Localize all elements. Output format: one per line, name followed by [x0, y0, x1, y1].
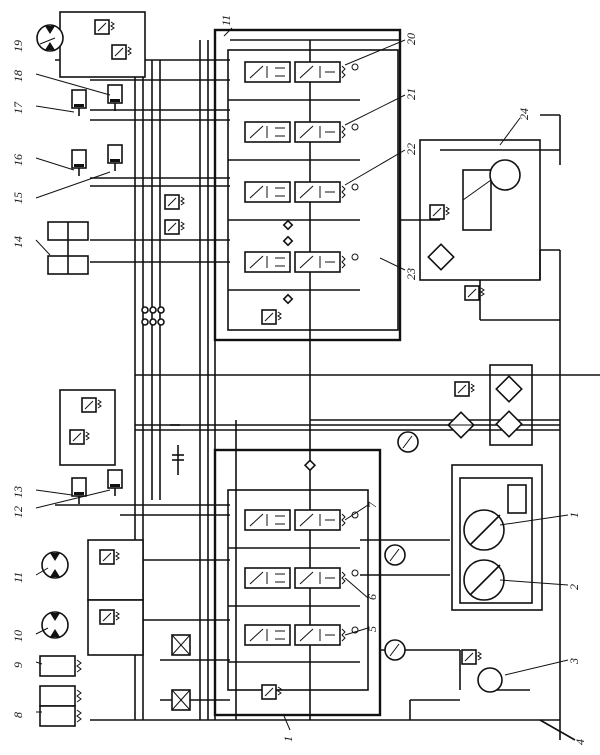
- accumulator-relief-a: [81, 397, 102, 413]
- motor-19: [36, 24, 64, 52]
- label-22: 22: [404, 143, 418, 155]
- label-13: 13: [11, 486, 25, 498]
- filter-c: [495, 410, 523, 438]
- accumulator-relief-b: [69, 429, 90, 445]
- motor-24-filter: [427, 243, 455, 271]
- valve-section-21: [244, 121, 359, 143]
- label-3: 3: [567, 658, 581, 665]
- motor-10: [41, 611, 69, 639]
- label-7: 7: [365, 501, 379, 508]
- label-1-right: 1: [567, 512, 581, 518]
- leader-lines: [35, 27, 569, 731]
- filter-bypass-relief: [454, 381, 475, 397]
- label-9: 9: [11, 662, 25, 668]
- label-12: 12: [11, 506, 25, 518]
- label-18: 18: [11, 70, 25, 82]
- valve-section-6: [244, 567, 359, 589]
- label-15: 15: [11, 192, 25, 204]
- valve-section-22: [244, 181, 359, 203]
- label-8: 8: [11, 712, 25, 718]
- motor-11: [41, 551, 69, 579]
- lower-relief-valve: [261, 684, 282, 700]
- label-6: 6: [365, 594, 379, 600]
- label-17: 17: [11, 101, 25, 114]
- label-21: 21: [404, 88, 418, 100]
- return-relief: [464, 285, 485, 301]
- valve-section-7: [244, 509, 359, 531]
- label-14: 14: [11, 236, 25, 248]
- label-11: 11: [11, 572, 25, 583]
- label-24: 24: [517, 108, 531, 120]
- label-20: 20: [404, 33, 418, 45]
- label-10: 10: [11, 630, 25, 642]
- label-4: 4: [573, 739, 587, 745]
- label-19: 19: [11, 40, 25, 52]
- check-valve-column: [141, 306, 165, 326]
- cylinder-15: [71, 149, 87, 177]
- motor-24-relief: [429, 204, 450, 220]
- pump-3-relief: [461, 649, 482, 665]
- label-5: 5: [365, 626, 379, 632]
- label-23: 23: [404, 268, 418, 280]
- label-16: 16: [11, 154, 25, 166]
- cylinder-16: [107, 144, 123, 172]
- label-11-top: 11: [219, 15, 233, 26]
- cylinder-12: [107, 469, 123, 497]
- valve-section-5: [244, 624, 359, 646]
- upper-valve-bank: [213, 28, 402, 342]
- valve-section-20: [244, 61, 359, 83]
- cylinder-13: [71, 477, 87, 505]
- label-1-bottom: 1: [281, 736, 295, 742]
- cylinder-17: [71, 89, 87, 117]
- relief-branch-a: [164, 194, 185, 210]
- upper-relief-valve: [261, 309, 282, 325]
- motor-24: [489, 159, 521, 191]
- callout-labels: 19 18 17 16 15 14 13 12 11 10 9 8 11 20 …: [11, 15, 587, 745]
- actuator-group-upper: [36, 11, 185, 275]
- pump-3: [477, 667, 503, 693]
- relief-branch-b: [164, 219, 185, 235]
- actuator-group-lower: [39, 389, 191, 727]
- label-2: 2: [567, 584, 581, 590]
- pump-station: [384, 364, 543, 693]
- lower-valve-bank: [213, 448, 382, 717]
- cylinder-18: [107, 84, 123, 112]
- motor-24-group: [419, 114, 561, 301]
- filter-b: [495, 375, 523, 403]
- valve-section-23: [244, 251, 359, 273]
